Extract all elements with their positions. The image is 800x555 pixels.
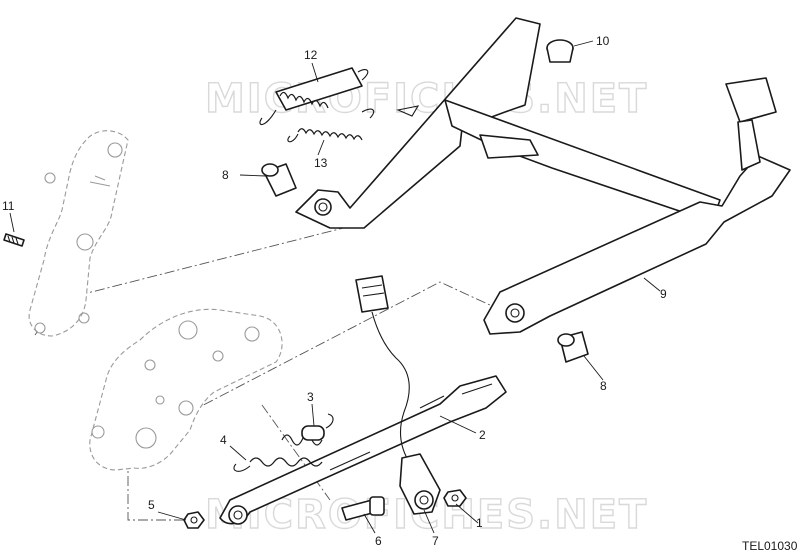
callout-1: 1 — [476, 516, 483, 530]
callout-12: 12 — [304, 48, 318, 62]
springs-upper — [259, 67, 375, 143]
callout-3: 3 — [307, 390, 314, 404]
side-stand — [219, 375, 507, 525]
nut-5 — [183, 511, 205, 529]
callout-11: 11 — [2, 199, 15, 213]
callout-8-lower: 8 — [600, 379, 607, 393]
callout-5: 5 — [148, 498, 155, 512]
frame-bracket-lower — [89, 308, 283, 471]
callout-7: 7 — [432, 534, 439, 548]
springs-lower — [233, 413, 334, 472]
leader-lines — [9, 40, 661, 534]
bushing-8-lower — [557, 331, 589, 363]
drawing-code: TEL01030 — [742, 539, 798, 553]
watermark-top: MICROFICHES.NET — [205, 76, 648, 122]
screw-11 — [3, 233, 25, 247]
rubber-pad-10 — [546, 39, 574, 63]
center-stand — [295, 17, 791, 335]
pin-6 — [341, 496, 385, 521]
callout-6: 6 — [375, 534, 382, 548]
callout-10: 10 — [596, 34, 610, 48]
callout-2: 2 — [479, 428, 486, 442]
bushing-8-upper — [261, 163, 297, 197]
callout-13: 13 — [314, 156, 328, 170]
callout-4: 4 — [220, 433, 227, 447]
side-stand-sensor — [355, 275, 441, 515]
frame-bracket-upper — [28, 130, 129, 337]
nut-1 — [443, 489, 467, 507]
assembly-lines — [34, 224, 506, 521]
callout-9: 9 — [660, 287, 667, 301]
callout-8-upper: 8 — [222, 168, 229, 182]
callout-labels: 1 2 3 4 5 6 7 8 8 9 10 11 12 13 — [2, 34, 667, 548]
